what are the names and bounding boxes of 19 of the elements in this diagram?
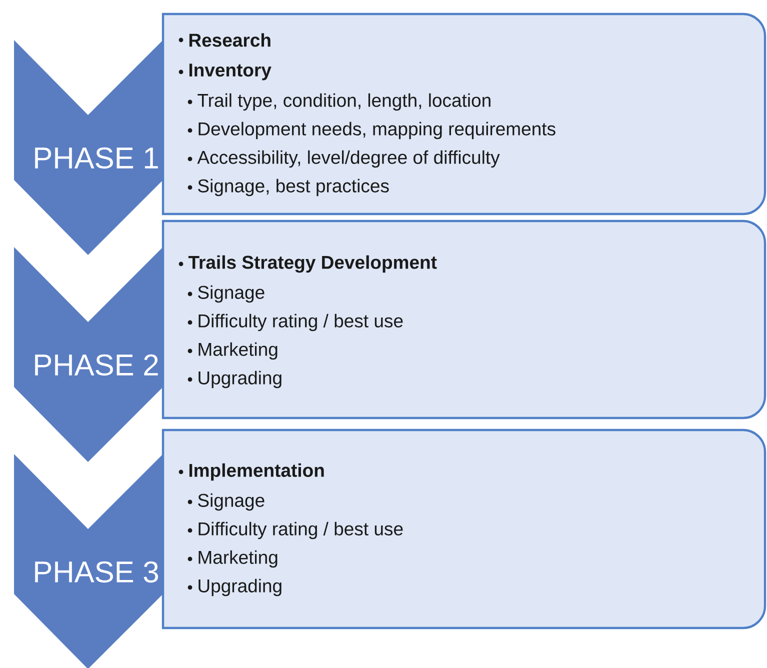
list-item: Signage, best practices <box>188 178 389 196</box>
list-item: Difficulty rating / best use <box>188 314 403 332</box>
list-item: Accessibility, level/degree of difficulty <box>188 150 500 168</box>
list-item: Trail type, condition, length, location <box>188 93 490 111</box>
list-item: Difficulty rating / best use <box>188 522 403 540</box>
list-item: Upgrading <box>188 370 282 388</box>
list-item: Signage <box>188 285 264 303</box>
list-item: Development needs, mapping requirements <box>188 122 556 140</box>
list-heading: Trails Strategy Development <box>178 255 437 273</box>
phase-banner: PHASE 2 <box>14 246 163 462</box>
list-item: Signage <box>188 493 264 511</box>
list-item: Marketing <box>188 342 278 360</box>
list-item: Upgrading <box>188 578 282 596</box>
list-item: Marketing <box>188 550 278 568</box>
phase-banner: PHASE 3 <box>14 454 163 668</box>
list-heading: Research <box>178 33 270 47</box>
phase-banner: PHASE 1 <box>14 40 163 255</box>
list-heading: Implementation <box>178 463 324 481</box>
list-heading: Inventory <box>178 64 272 80</box>
